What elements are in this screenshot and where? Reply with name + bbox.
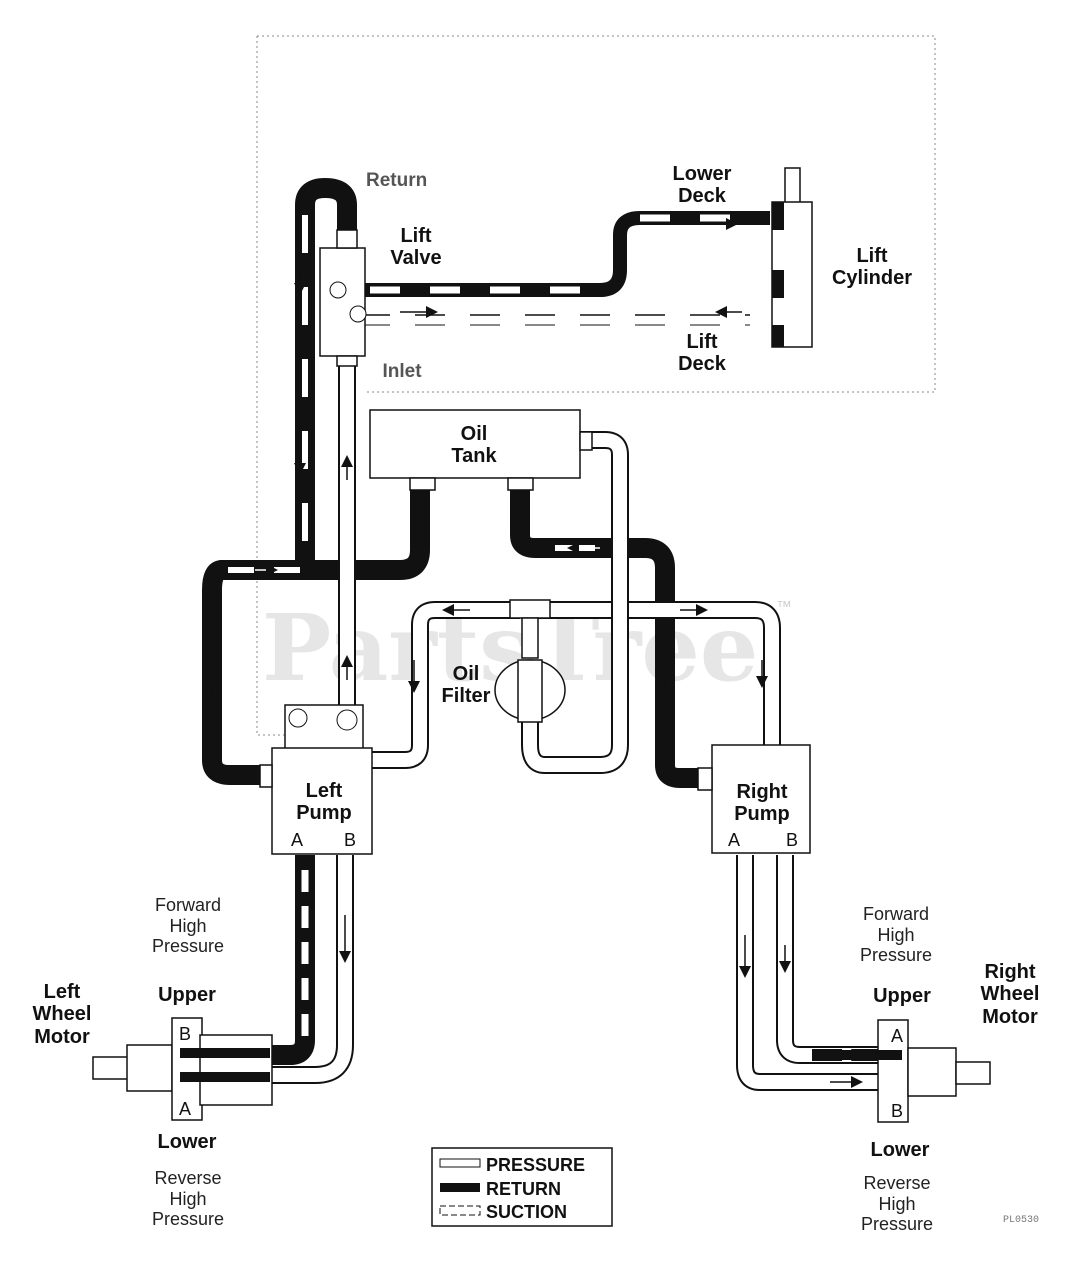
- right-forward-label-2: High: [877, 925, 914, 945]
- right-motor-port-b: B: [891, 1101, 903, 1121]
- oil-filter: [494, 599, 566, 723]
- lift-deck-label-2: Deck: [678, 353, 727, 375]
- left-forward-label-2: High: [169, 916, 206, 936]
- left-wheel-motor: [92, 1017, 273, 1121]
- left-wheel-motor-label-3: Motor: [34, 1026, 90, 1048]
- watermark-tm: ™: [776, 599, 792, 616]
- legend-label-return: RETURN: [486, 1179, 561, 1199]
- left-forward-label-3: Pressure: [152, 936, 224, 956]
- left-reverse-label-3: Pressure: [152, 1209, 224, 1229]
- right-wheel-motor: [812, 1019, 991, 1123]
- lift-cylinder-label-1: Lift: [856, 245, 887, 267]
- left-pump: [259, 704, 373, 855]
- lift-valve-label-2: Valve: [390, 247, 441, 269]
- right-pump-port-a: A: [728, 830, 740, 850]
- right-pump-label-1: Right: [736, 781, 787, 803]
- right-upper-label: Upper: [873, 985, 931, 1007]
- left-reverse-label-2: High: [169, 1189, 206, 1209]
- legend-item-suction: SUCTION: [439, 1202, 567, 1222]
- inlet-label: Inlet: [382, 361, 422, 382]
- legend-item-pressure: PRESSURE: [439, 1155, 585, 1175]
- right-reverse-label-2: High: [878, 1194, 915, 1214]
- return-lines: [180, 177, 770, 1065]
- oil-filter-label-1: Oil: [453, 663, 480, 685]
- left-reverse-label-1: Reverse: [154, 1168, 221, 1188]
- right-wheel-motor-label-2: Wheel: [981, 983, 1040, 1005]
- left-pump-label-2: Pump: [296, 802, 352, 824]
- lift-deck-label-1: Lift: [686, 331, 717, 353]
- right-lower-label: Lower: [871, 1139, 930, 1161]
- lift-cylinder-label-2: Cylinder: [832, 267, 912, 289]
- right-pump: [697, 744, 811, 854]
- lift-system-boundary: [256, 35, 936, 736]
- lower-deck-label-1: Lower: [673, 163, 732, 185]
- lower-deck-label-2: Deck: [678, 185, 727, 207]
- right-wheel-motor-label-3: Motor: [982, 1006, 1038, 1028]
- right-wheel-motor-label-1: Right: [984, 961, 1035, 983]
- left-pump-port-b: B: [344, 830, 356, 850]
- lift-cylinder: [771, 167, 813, 348]
- left-wheel-motor-label-2: Wheel: [33, 1003, 92, 1025]
- left-motor-port-b: B: [179, 1024, 191, 1044]
- right-reverse-label-3: Pressure: [861, 1214, 933, 1234]
- legend: PRESSURE RETURN SUCTION: [431, 1147, 613, 1227]
- right-pump-port-b: B: [786, 830, 798, 850]
- left-pump-label-1: Left: [306, 780, 343, 802]
- legend-item-return: RETURN: [440, 1179, 561, 1199]
- left-forward-label-1: Forward: [155, 895, 221, 915]
- right-forward-label-1: Forward: [863, 904, 929, 924]
- left-lower-label: Lower: [158, 1131, 217, 1153]
- right-reverse-label-1: Reverse: [863, 1173, 930, 1193]
- legend-label-suction: SUCTION: [486, 1202, 567, 1222]
- oil-tank: [369, 409, 593, 491]
- right-motor-port-a: A: [891, 1026, 903, 1046]
- left-wheel-motor-label-1: Left: [44, 981, 81, 1003]
- right-forward-label-3: Pressure: [860, 945, 932, 965]
- lift-valve: [319, 229, 367, 367]
- right-pump-label-2: Pump: [734, 803, 790, 825]
- left-motor-port-a: A: [179, 1099, 191, 1119]
- figure-code: PL0530: [1003, 1215, 1039, 1226]
- lift-valve-label-1: Lift: [400, 225, 431, 247]
- legend-label-pressure: PRESSURE: [486, 1155, 585, 1175]
- left-upper-label: Upper: [158, 984, 216, 1006]
- return-label: Return: [366, 170, 427, 191]
- oil-tank-label-2: Tank: [451, 445, 497, 467]
- oil-tank-label-1: Oil: [461, 423, 488, 445]
- left-pump-port-a: A: [291, 830, 303, 850]
- oil-filter-label-2: Filter: [442, 685, 491, 707]
